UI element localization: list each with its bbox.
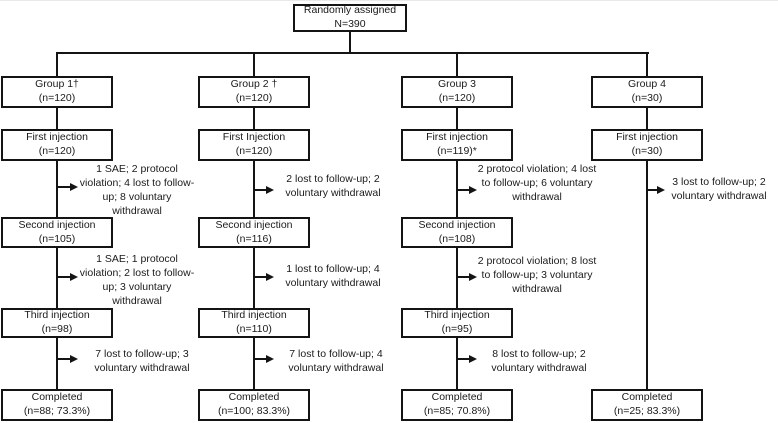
group-1-dropout-note-1: 1 SAE; 2 protocol violation; 4 lost to f…: [79, 163, 195, 217]
dropout-arrow-icon: [457, 355, 477, 363]
group-3-n: (n=120): [438, 92, 476, 104]
randomly-assigned-box: Randomly assigned N=390: [293, 4, 407, 32]
group-4-completed-n: (n=25; 83.3%): [613, 405, 681, 417]
group-1-label: Group 1†: [35, 78, 79, 91]
connector-col4-a: [646, 108, 648, 129]
dropout-arrow-icon: [254, 355, 274, 363]
group-3-first-injection-box: First injection (n=119)*: [401, 129, 513, 161]
group-3-completed-n: (n=85; 70.8%): [423, 405, 491, 417]
dropout-arrow-icon: [254, 273, 274, 281]
connector-col4-b: [646, 161, 648, 389]
group-2-first-injection-label: First Injection: [222, 131, 286, 144]
group-2-dropout-note-1: 2 lost to follow-up; 2 voluntary withdra…: [285, 173, 381, 199]
group-3-completed-label: Completed: [431, 391, 483, 404]
group-1-dropout-note-2: 1 SAE; 1 protocol violation; 2 lost to f…: [79, 253, 195, 307]
connector-col3-c: [456, 248, 458, 308]
dropout-arrow-icon: [457, 186, 477, 194]
group-2-third-injection-box: Third injection (n=110): [198, 308, 310, 338]
group-2-second-injection-box: Second injection (n=116): [198, 217, 310, 248]
connector-drop-group-4: [646, 53, 648, 76]
connector-branch-horizontal: [56, 52, 649, 54]
group-4-box: Group 4 (n=30): [591, 76, 703, 108]
connector-col3-a: [456, 108, 458, 129]
group-1-dropout-note-3: 7 lost to follow-up; 3 voluntary withdra…: [94, 348, 190, 374]
group-1-completed-box: Completed (n=88; 73.3%): [1, 389, 113, 421]
connector-col2-d: [253, 338, 255, 389]
dropout-arrow-icon: [457, 273, 477, 281]
group-4-dropout-note-1: 3 lost to follow-up; 2 voluntary withdra…: [671, 176, 767, 202]
connector-col3-d: [456, 338, 458, 389]
group-1-first-injection-label: First injection: [26, 131, 88, 144]
group-4-n: (n=30): [631, 92, 663, 104]
connector-col1-d: [56, 338, 58, 389]
group-2-third-injection-n: (n=110): [236, 323, 272, 335]
group-1-box: Group 1† (n=120): [1, 76, 113, 108]
connector-col1-b: [56, 161, 58, 217]
group-1-completed-n: (n=88; 73.3%): [23, 405, 91, 417]
group-1-second-injection-n: (n=105): [38, 232, 76, 245]
group-3-label: Group 3: [438, 78, 476, 91]
connector-drop-group-2: [253, 53, 255, 76]
group-3-dropout-note-3: 8 lost to follow-up; 2 voluntary withdra…: [491, 348, 587, 374]
connector-drop-group-3: [456, 53, 458, 76]
group-3-third-injection-label: Third injection: [424, 309, 490, 322]
group-1-third-injection-n: (n=98): [41, 323, 73, 335]
randomly-assigned-n: N=390: [334, 18, 366, 30]
dropout-arrow-icon: [57, 355, 78, 363]
group-2-n: (n=120): [235, 92, 273, 104]
connector-drop-group-1: [56, 53, 58, 76]
group-2-second-injection-n: (n=116): [236, 232, 272, 245]
randomly-assigned-label: Randomly assigned: [303, 4, 397, 17]
group-1-first-injection-n: (n=120): [38, 145, 76, 157]
group-2-first-injection-n: (n=120): [235, 145, 273, 157]
group-3-first-injection-label: First injection: [426, 131, 488, 144]
group-4-label: Group 4: [628, 78, 666, 91]
connector-col2-c: [253, 248, 255, 308]
dropout-arrow-icon: [57, 183, 78, 191]
connector-root-drop: [349, 32, 351, 53]
group-3-first-injection-n: (n=119)*: [437, 145, 477, 157]
group-4-completed-label: Completed: [621, 391, 673, 404]
group-3-second-injection-box: Second injection (n=108): [401, 217, 513, 248]
group-4-first-injection-box: First injection (n=30): [591, 129, 703, 161]
dropout-arrow-icon: [57, 273, 78, 281]
group-1-n: (n=120): [38, 92, 76, 104]
group-1-second-injection-box: Second injection (n=105): [1, 217, 113, 248]
group-3-third-injection-n: (n=95): [441, 323, 473, 335]
group-3-second-injection-label: Second injection: [418, 218, 496, 231]
group-2-first-injection-box: First Injection (n=120): [198, 129, 310, 161]
group-1-first-injection-box: First injection (n=120): [1, 129, 113, 161]
group-3-third-injection-box: Third injection (n=95): [401, 308, 513, 338]
group-3-second-injection-n: (n=108): [438, 232, 476, 245]
connector-col1-c: [56, 248, 58, 308]
group-1-third-injection-label: Third injection: [24, 309, 90, 322]
group-3-completed-box: Completed (n=85; 70.8%): [401, 389, 513, 421]
dropout-arrow-icon: [647, 186, 665, 194]
group-2-box: Group 2 † (n=120): [198, 76, 310, 108]
group-2-label: Group 2 †: [230, 78, 278, 91]
group-4-completed-box: Completed (n=25; 83.3%): [591, 389, 703, 421]
group-3-dropout-note-2: 2 protocol violation; 8 lost to follow-u…: [477, 255, 597, 295]
group-2-dropout-note-3: 7 lost to follow-up; 4 voluntary withdra…: [288, 348, 384, 374]
group-3-dropout-note-1: 2 protocol violation; 4 lost to follow-u…: [477, 163, 597, 203]
dropout-arrow-icon: [254, 186, 274, 194]
connector-col1-a: [56, 108, 58, 129]
group-4-first-injection-n: (n=30): [631, 145, 663, 157]
group-2-completed-box: Completed (n=100; 83.3%): [198, 389, 310, 421]
group-2-dropout-note-2: 1 lost to follow-up; 4 voluntary withdra…: [285, 263, 381, 289]
group-1-completed-label: Completed: [31, 391, 83, 404]
group-2-third-injection-label: Third injection: [221, 309, 287, 322]
group-1-second-injection-label: Second injection: [18, 218, 96, 231]
group-1-third-injection-box: Third injection (n=98): [1, 308, 113, 338]
group-2-second-injection-label: Second injection: [215, 218, 293, 231]
group-4-first-injection-label: First injection: [616, 131, 678, 144]
group-2-completed-n: (n=100; 83.3%): [217, 405, 291, 417]
group-3-box: Group 3 (n=120): [401, 76, 513, 108]
group-2-completed-label: Completed: [228, 391, 280, 404]
connector-col2-a: [253, 108, 255, 129]
